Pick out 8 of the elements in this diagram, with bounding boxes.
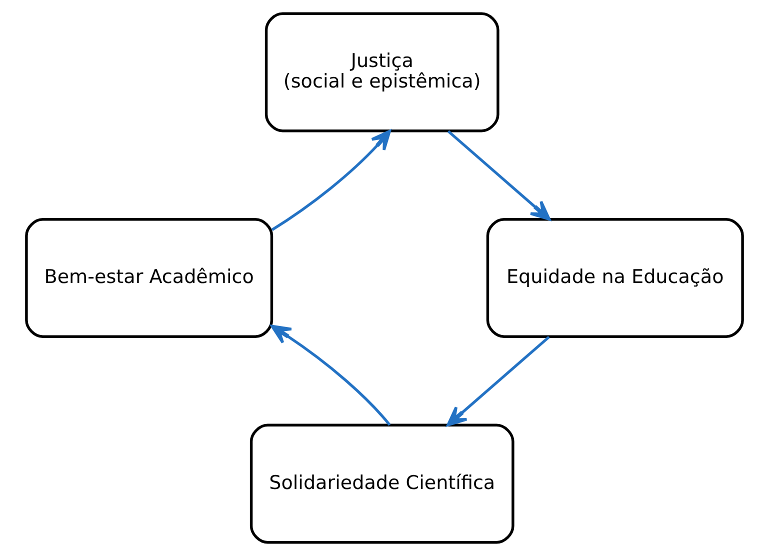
node-box: Bem-estar Acadêmico xyxy=(24,218,273,338)
node-box: Solidariedade Científica xyxy=(249,424,514,544)
arrow xyxy=(446,336,550,426)
node-box: Justiça (social e epistêmica) xyxy=(264,12,499,132)
arrow xyxy=(446,130,550,221)
arrow xyxy=(270,324,390,426)
arrow xyxy=(270,130,390,231)
node-box: Equidade na Educação xyxy=(486,218,744,338)
